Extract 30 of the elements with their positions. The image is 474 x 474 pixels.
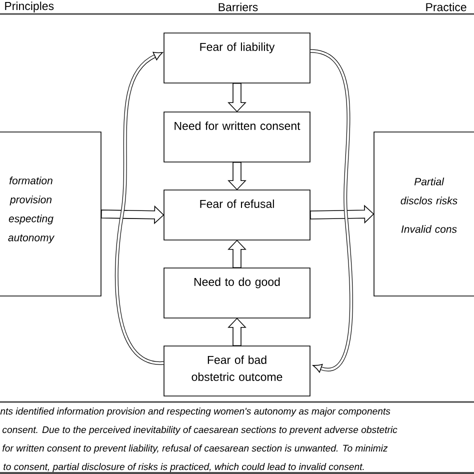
barrier-text: Fear of refusal — [200, 200, 274, 208]
block-arrow — [310, 204, 374, 224]
curved-arrow — [310, 49, 353, 373]
caption-line: nts identified information provision and respecting women's autonomy as major components — [0, 408, 390, 416]
caption-line: to consent, partial disclosure of risks is practiced, which could lead to invalid consent. — [4, 463, 364, 472]
column-heading: Barriers — [218, 2, 258, 12]
block-arrow — [228, 162, 246, 190]
barrier-box — [164, 346, 310, 396]
barrier-text: Need for written consent — [174, 122, 300, 130]
barrier-text: Fear of bad obstetric outcome — [192, 356, 282, 381]
curved-arrow — [115, 52, 164, 365]
statement-text: Partial disclos risks — [400, 178, 458, 204]
caption-line: consent. Due to the perceived inevitability of caesarean sections to prevent adverse obstetric — [2, 426, 398, 435]
block-arrow — [100, 205, 164, 224]
statement-text: Invalid cons — [401, 225, 457, 233]
statement-text: especting autonomy — [8, 214, 55, 244]
barrier-box — [164, 32, 310, 84]
column-heading: Practice — [426, 2, 466, 12]
barrier-text: Fear of liability — [200, 42, 275, 54]
barrier-box — [164, 112, 310, 162]
principle-box — [0, 132, 102, 296]
block-arrow — [228, 240, 246, 268]
column-heading: Principles — [5, 2, 54, 12]
barrier-text: Need to do good — [194, 278, 280, 288]
block-arrow — [228, 318, 246, 346]
caption-line: for written consent to prevent liability, refusal of caesarean section is unwanted. To minimiz — [2, 444, 388, 454]
barrier-box — [164, 268, 310, 318]
practice-box — [374, 132, 474, 296]
barrier-box — [164, 190, 310, 240]
block-arrow — [228, 83, 246, 112]
